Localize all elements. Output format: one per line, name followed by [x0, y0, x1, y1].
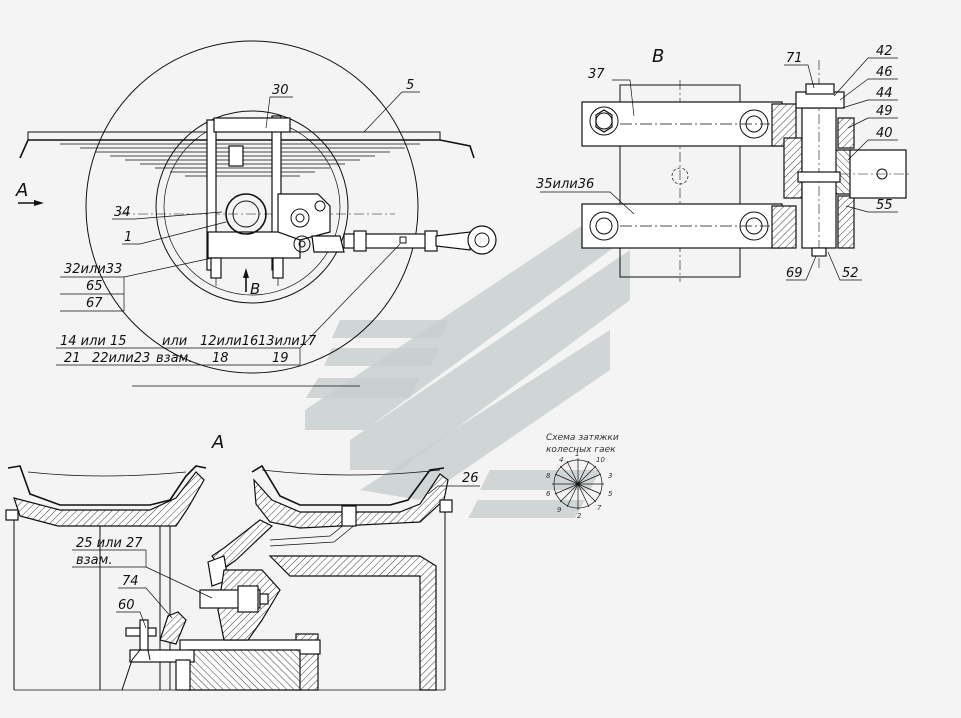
callout-55: 55 — [876, 198, 893, 213]
leaf-spring — [19, 131, 475, 177]
callout-25-vzam: взам. — [76, 553, 112, 568]
tie-rod — [293, 225, 497, 255]
torque-num-4: 4 — [559, 456, 563, 464]
torque-num-1: 1 — [575, 450, 579, 458]
callout-35or36: 35или36 — [536, 177, 594, 192]
nut-tl — [589, 106, 619, 136]
nut-bl — [589, 211, 619, 241]
callout-34: 34 — [114, 205, 131, 220]
callout-26: 26 — [462, 471, 479, 486]
torque-num-7: 7 — [597, 504, 602, 512]
callout-37: 37 — [588, 67, 605, 82]
callout-65: 65 — [86, 279, 103, 294]
table-21: 21 — [64, 351, 81, 366]
callout-46: 46 — [876, 65, 893, 80]
callout-42: 42 — [876, 44, 893, 59]
callout-67: 67 — [86, 296, 103, 311]
torque-num-2: 2 — [577, 512, 582, 520]
torque-num-10: 10 — [596, 456, 605, 464]
callout-74: 74 — [122, 574, 139, 589]
table-22or23: 22или23 — [92, 351, 150, 366]
view-arrow-b-label: B — [250, 280, 260, 298]
callout-71: 71 — [786, 51, 803, 66]
watermark-logo — [305, 210, 665, 518]
callout-25or27: 25 или 27 — [76, 536, 143, 551]
callout-52: 52 — [842, 266, 859, 281]
view-arrow-a-label: A — [15, 180, 28, 201]
table-18: 18 — [212, 351, 229, 366]
callout-1: 1 — [124, 230, 132, 245]
view-b: B 37 35или36 — [536, 44, 912, 282]
callout-5: 5 — [406, 78, 414, 93]
main-view-callouts: 30 5 34 1 32или33 65 67 14 или 15 или 12… — [56, 78, 420, 387]
torque-num-9: 9 — [557, 506, 562, 514]
torque-scheme: Схема затяжки колесных гаек 1 10 3 5 7 2… — [546, 433, 619, 520]
main-view: A B — [15, 40, 497, 374]
callout-32or33: 32или33 — [64, 262, 122, 277]
torque-num-5: 5 — [608, 490, 613, 498]
torque-num-8: 8 — [546, 472, 551, 480]
torque-title-2: колесных гаек — [546, 445, 616, 455]
table-vzam: взам. — [156, 351, 192, 366]
callout-60: 60 — [118, 598, 135, 613]
callout-30: 30 — [272, 83, 289, 98]
callout-40: 40 — [876, 126, 893, 141]
view-a-callouts: 26 25 или 27 взам. 74 60 — [72, 471, 480, 629]
view-a: A — [5, 432, 453, 691]
torque-num-3: 3 — [608, 472, 612, 480]
callout-49: 49 — [876, 104, 893, 119]
view-a-title: A — [211, 432, 224, 453]
table-19: 19 — [272, 351, 289, 366]
torque-num-6: 6 — [546, 490, 551, 498]
table-ili: или — [162, 334, 187, 349]
table-14or15: 14 или 15 — [60, 334, 127, 349]
torque-title-1: Схема затяжки — [546, 433, 619, 443]
view-b-title: B — [652, 46, 664, 67]
callout-44: 44 — [876, 86, 893, 101]
table-13or17: 13или17 — [258, 334, 317, 349]
callout-69: 69 — [786, 266, 803, 281]
table-12or16: 12или16 — [200, 334, 258, 349]
